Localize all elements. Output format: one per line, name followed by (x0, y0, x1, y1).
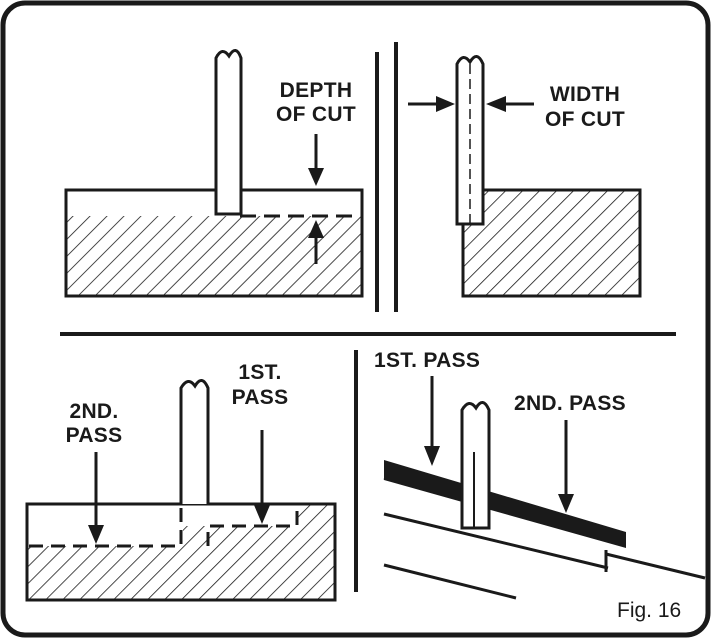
board-edge-line-2 (383, 512, 609, 570)
rabbet-black-band (384, 460, 626, 548)
second-pass-edge-label: 2ND. PASS (514, 392, 626, 415)
depth-label-line1: DEPTH (280, 79, 353, 102)
depth-of-cut-panel: DEPTH OF CUT (64, 49, 364, 298)
router-bit-section (179, 379, 210, 504)
depth-arrow-down-head (308, 168, 324, 186)
first-pass-label-line2: PASS (232, 386, 289, 409)
width-arrow-right-head (486, 96, 506, 112)
width-of-cut-panel: WIDTH OF CUT (408, 55, 642, 298)
stepped-workpiece (461, 188, 642, 298)
width-label-line2: OF CUT (545, 108, 625, 131)
second-pass-edge-arrow-head (558, 494, 574, 513)
workpiece-outline (64, 188, 364, 298)
second-pass-arrow-head (88, 525, 104, 544)
second-pass-label-line2: PASS (66, 424, 123, 447)
width-label-line1: WIDTH (550, 83, 620, 106)
section-pass-dashed (29, 504, 299, 548)
first-pass-edge-arrow-head (424, 446, 440, 466)
section-cut-white-2 (183, 504, 297, 526)
board-edge-line-3 (605, 552, 706, 580)
section-cut-white-1 (27, 504, 183, 546)
figure-number: Fig. 16 (617, 599, 681, 622)
two-pass-section-panel: 1ST. PASS 2ND. PASS (25, 361, 337, 602)
width-arrow-left-head (436, 96, 455, 112)
first-pass-edge-label: 1ST. PASS (374, 349, 480, 372)
depth-arrow-up-head (308, 220, 324, 238)
router-bit (214, 49, 243, 216)
depth-label-line2: OF CUT (276, 103, 356, 126)
first-pass-arrow-head (254, 505, 270, 524)
first-pass-label-line1: 1ST. (238, 361, 281, 384)
two-pass-edge-panel: 1ST. PASS 2ND. PASS (374, 349, 706, 600)
second-pass-label-line1: 2ND. (69, 400, 118, 423)
board-edge-line-4 (383, 563, 517, 600)
router-bit-edge (460, 401, 491, 530)
